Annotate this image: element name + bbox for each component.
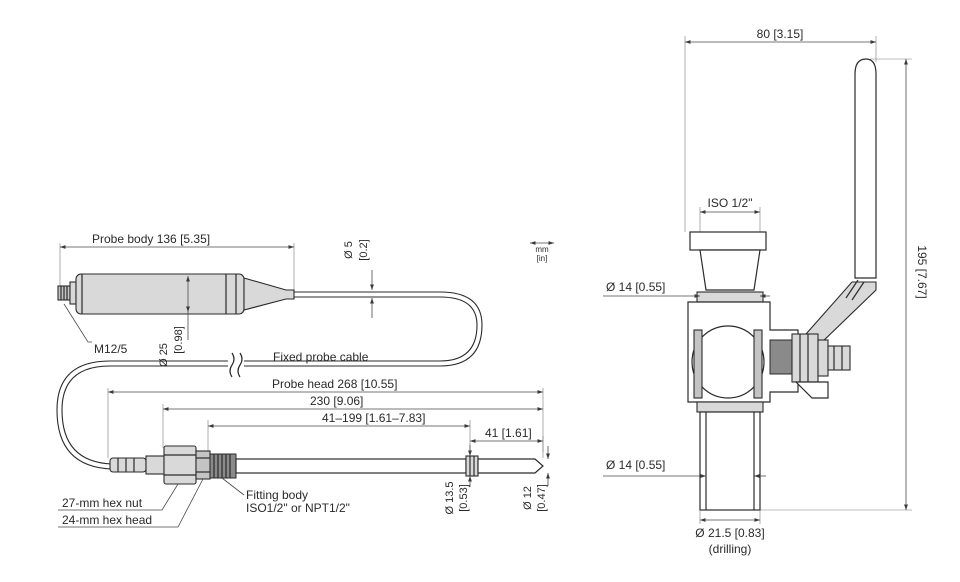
dia5-in: [0.2] <box>358 239 370 260</box>
hex24-label: 24-mm hex head <box>62 513 152 527</box>
dia25-in: [0.98] <box>173 326 185 354</box>
width80-dimension: 80 [3.15] <box>684 27 877 232</box>
probe-head <box>109 445 544 485</box>
dia12-dimension: Ø 12 [0.47] <box>522 446 550 512</box>
m12-connector <box>57 281 77 305</box>
len41-199-label: 41–199 [1.61–7.83] <box>322 411 425 425</box>
width80-label: 80 [3.15] <box>757 27 804 41</box>
m12-label: M12/5 <box>94 342 128 356</box>
len41-label: 41 [1.61] <box>485 426 532 440</box>
fitting-label-1: Fitting body <box>246 488 308 502</box>
valve-body <box>687 231 851 511</box>
valve-handle <box>805 58 877 345</box>
fitting-label-2: ISO1/2" or NPT1/2" <box>246 501 350 515</box>
dia215-dimension: Ø 21.5 [0.83] (drilling) <box>695 510 765 556</box>
valve-view: 80 [3.15] 195 [7.67] ISO 1/2" <box>603 27 929 556</box>
len41-dimension: 41 [1.61] <box>470 426 544 452</box>
dia14-top-label: Ø 14 [0.55] <box>606 280 665 294</box>
fixed-probe-cable: Fixed probe cable <box>56 291 483 470</box>
len230-label: 230 [9.06] <box>310 394 363 408</box>
iso-dimension: ISO 1/2" <box>699 196 761 232</box>
drilling-label: (drilling) <box>709 542 752 556</box>
iso-label: ISO 1/2" <box>708 196 753 210</box>
hex-leaders: 27-mm hex nut 24-mm hex head Fitting bod… <box>58 477 350 528</box>
len41-199-dimension: 41–199 [1.61–7.83] <box>207 411 471 452</box>
dia14-bottom-label: Ø 14 [0.55] <box>606 458 665 472</box>
probe-body-dimension: Probe body 136 [5.35] <box>59 232 295 290</box>
probe-body-label: Probe body 136 [5.35] <box>92 232 210 246</box>
probe-head-dimension: Probe head 268 [10.55] <box>107 377 544 458</box>
m12-leader: M12/5 <box>63 303 128 356</box>
unit-indicator: mm [in] <box>530 241 554 263</box>
dia135-in: [0.53] <box>458 484 470 512</box>
dia14-bottom-dimension: Ø 14 [0.55] <box>603 458 766 478</box>
dia12-in: [0.47] <box>536 484 548 512</box>
dia135-mm: Ø 13.5 <box>444 481 456 514</box>
len230-dimension: 230 [9.06] <box>162 394 543 448</box>
hex27-label: 27-mm hex nut <box>62 496 143 510</box>
probe-body <box>75 273 295 315</box>
dia5-mm: Ø 5 <box>343 241 355 259</box>
probe-head-label: Probe head 268 [10.55] <box>272 377 397 391</box>
fixed-cable-label: Fixed probe cable <box>273 350 369 364</box>
dia12-mm: Ø 12 <box>522 486 534 510</box>
dia215-label: Ø 21.5 [0.83] <box>695 526 764 540</box>
dia25-mm: Ø 25 <box>158 343 170 367</box>
height195-label: 195 [7.67] <box>915 245 929 298</box>
probe-view: Probe body 136 [5.35] Ø 25 [0.98] <box>56 232 554 528</box>
dia5-dimension: Ø 5 [0.2] <box>343 239 374 318</box>
height195-dimension: 195 [7.67] <box>760 58 929 511</box>
dia135-dimension: Ø 13.5 [0.53] <box>444 445 472 515</box>
dia14-top-dimension: Ø 14 [0.55] <box>603 280 770 298</box>
unit-in: [in] <box>537 254 548 263</box>
unit-mm: mm <box>535 245 549 254</box>
